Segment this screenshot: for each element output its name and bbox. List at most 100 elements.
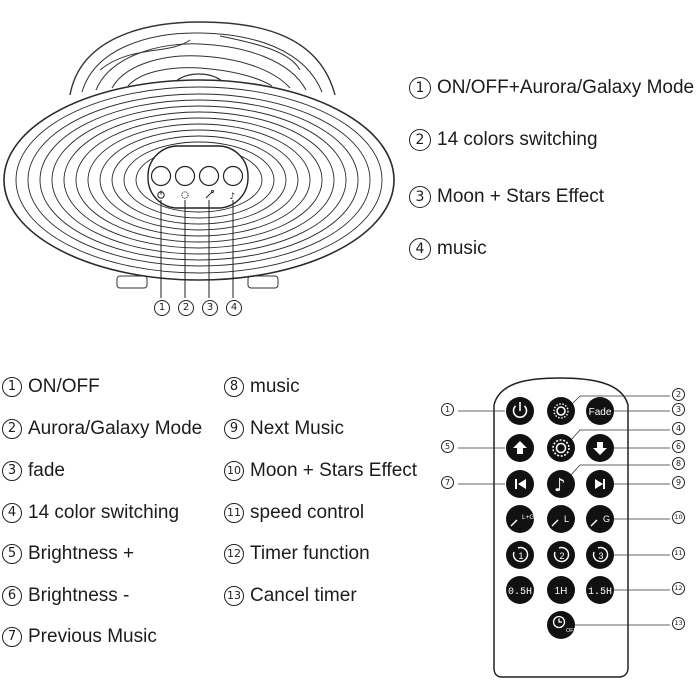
prev-track-icon — [515, 479, 526, 489]
timer-1-label: 1H — [555, 586, 568, 597]
foot-left — [116, 275, 148, 289]
legend-number: 3 — [2, 461, 22, 481]
projector-dome — [69, 21, 336, 96]
remote-legend-9: 9 Next Music — [224, 418, 344, 440]
feature-number: 2 — [409, 129, 431, 151]
remote-timer-1-button[interactable] — [547, 576, 575, 604]
remote-callout-1: 1 — [441, 403, 454, 416]
timer-15-label: 1.5H — [588, 587, 612, 598]
feature-label: Moon + Stars Effect — [437, 186, 605, 207]
speed1-label: 1 — [518, 551, 523, 561]
legend-label: 14 color switching — [28, 502, 180, 523]
remote-legend-10: 10 Moon + Stars Effect — [224, 460, 417, 482]
feature-label: music — [437, 238, 487, 259]
remote-callout-7: 7 — [441, 476, 454, 489]
device-feature-3: 3 Moon + Stars Effect — [409, 186, 604, 208]
device-feature-2: 2 14 colors switching — [409, 129, 598, 151]
legend-label: Moon + Stars Effect — [250, 460, 418, 481]
legend-label: ON/OFF — [28, 376, 100, 397]
panel-button-color — [174, 165, 196, 187]
remote-callout-4: 4 — [672, 422, 685, 435]
legend-number: 12 — [224, 544, 244, 564]
remote-callout-8: 8 — [672, 457, 685, 470]
legend-number: 11 — [224, 503, 244, 523]
legend-label: Next Music — [250, 418, 344, 439]
off-label: OFF — [566, 628, 578, 634]
remote-callout-13: 13 — [672, 617, 685, 630]
g-label: G — [603, 514, 610, 524]
remote-callout-11: 11 — [672, 547, 685, 560]
remote-legend-11: 11 speed control — [224, 502, 364, 524]
remote-cancel-timer-button[interactable] — [547, 611, 575, 639]
remote-legend-4: 4 14 color switching — [2, 502, 179, 524]
remote-timer-05-button[interactable] — [506, 576, 534, 604]
remote-legend-1: 1 ON/OFF — [2, 376, 100, 398]
speed2-label: 2 — [559, 551, 564, 561]
remote-legend-13: 13 Cancel timer — [224, 585, 357, 607]
legend-label: Cancel timer — [250, 585, 357, 606]
legend-label: speed control — [250, 502, 365, 523]
l-label: L — [564, 514, 569, 524]
feature-number: 3 — [409, 186, 431, 208]
remote-callout-3: 3 — [672, 403, 685, 416]
remote-fade-button[interactable] — [586, 397, 614, 425]
feature-label: 14 colors switching — [437, 129, 598, 150]
remote-callout-6: 6 — [672, 440, 685, 453]
power-icon — [512, 405, 528, 418]
legend-label: music — [250, 376, 300, 397]
remote-aurora-button[interactable] — [547, 397, 575, 425]
legend-label: fade — [28, 460, 65, 481]
panel-buttons — [150, 165, 244, 187]
fade-label: Fade — [589, 407, 612, 418]
remote-speed3-button[interactable] — [586, 541, 614, 569]
remote-color-button[interactable] — [547, 434, 575, 462]
remote-callout-10: 10 — [672, 511, 685, 524]
panel-button-music — [222, 165, 244, 187]
remote-speed1-button[interactable] — [506, 541, 534, 569]
speed3-label: 3 — [598, 551, 603, 561]
remote-g-button[interactable] — [586, 505, 614, 533]
remote-speed2-button[interactable] — [547, 541, 575, 569]
panel-button-moon — [198, 165, 220, 187]
legend-number: 7 — [2, 627, 22, 647]
remote-control: ♪ Fade L+G L G 1 2 3 0.5H 1H 1.5H OFF — [458, 377, 670, 678]
remote-callout-9: 9 — [672, 476, 685, 489]
remote-legend-5: 5 Brightness + — [2, 543, 134, 565]
legend-number: 13 — [224, 586, 244, 606]
device-feature-4: 4 music — [409, 238, 487, 260]
remote-l-button[interactable] — [547, 505, 575, 533]
device-callout-4: 4 — [226, 300, 242, 316]
clock-icon — [552, 615, 566, 629]
feature-label: ON/OFF+Aurora/Galaxy Mode — [437, 77, 695, 98]
projector-illustration: ♪ — [3, 21, 395, 298]
legend-number: 5 — [2, 544, 22, 564]
legend-number: 9 — [224, 419, 244, 439]
legend-number: 2 — [2, 419, 22, 439]
remote-callout-5: 5 — [441, 440, 454, 453]
remote-music-button[interactable] — [547, 470, 575, 498]
legend-number: 8 — [224, 377, 244, 397]
device-callout-3: 3 — [202, 300, 218, 316]
arrow-up-icon — [513, 441, 527, 454]
legend-label: Aurora/Galaxy Mode — [28, 418, 203, 439]
remote-callout-2: 2 — [672, 388, 685, 401]
remote-callout-12: 12 — [672, 582, 685, 595]
legend-number: 10 — [224, 461, 244, 481]
legend-label: Brightness + — [28, 543, 135, 564]
arrow-down-icon — [593, 442, 607, 455]
legend-number: 1 — [2, 377, 22, 397]
remote-legend-8: 8 music — [224, 376, 300, 398]
legend-label: Timer function — [250, 543, 370, 564]
foot-right — [247, 275, 279, 289]
remote-legend-3: 3 fade — [2, 460, 65, 482]
device-callout-2: 2 — [178, 300, 194, 316]
legend-number: 4 — [2, 503, 22, 523]
remote-timer-15-button[interactable] — [586, 576, 614, 604]
remote-lg-button[interactable] — [506, 505, 534, 533]
lg-label: L+G — [522, 514, 534, 521]
feature-number: 4 — [409, 238, 431, 260]
control-panel — [147, 145, 249, 209]
